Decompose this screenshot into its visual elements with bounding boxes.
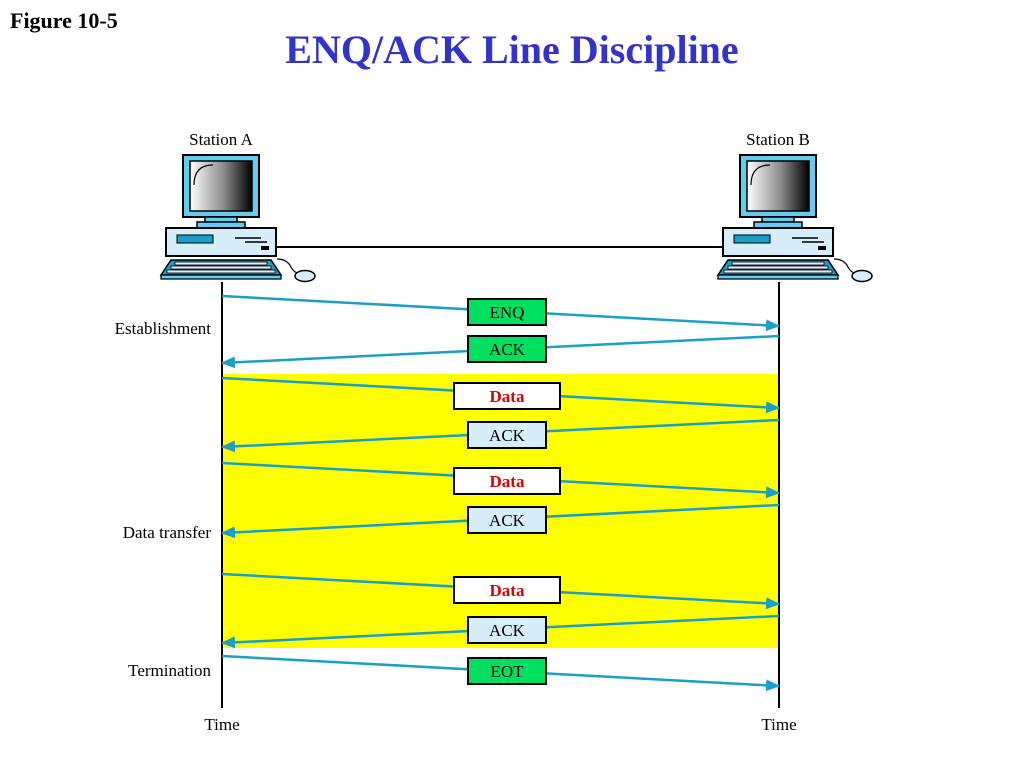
message-box-ack bbox=[467, 421, 547, 449]
phase-label-establishment: Establishment bbox=[115, 319, 212, 338]
figure-label: Figure 10-5 bbox=[10, 8, 118, 33]
message-label: ACK bbox=[489, 426, 526, 445]
message-box-data bbox=[453, 576, 561, 604]
message-box-data bbox=[453, 382, 561, 410]
message-label: ENQ bbox=[490, 303, 525, 322]
message-box-ack bbox=[467, 616, 547, 644]
message-box-ack bbox=[467, 335, 547, 363]
message-box-eot bbox=[467, 657, 547, 685]
phase-label-termination: Termination bbox=[128, 661, 211, 680]
station-a-label: Station A bbox=[189, 130, 253, 149]
computer-icon bbox=[717, 154, 873, 283]
message-label: ACK bbox=[489, 511, 526, 530]
message-label: ACK bbox=[489, 621, 526, 640]
page-title: ENQ/ACK Line Discipline bbox=[285, 27, 739, 72]
station-b-label: Station B bbox=[746, 130, 810, 149]
message-label: EOT bbox=[490, 662, 524, 681]
message-label: Data bbox=[490, 387, 525, 406]
message-label: Data bbox=[490, 581, 525, 600]
time-label-b: Time bbox=[761, 715, 796, 734]
message-box-enq bbox=[467, 298, 547, 326]
message-label: ACK bbox=[489, 340, 526, 359]
message-box-data bbox=[453, 467, 561, 495]
time-label-a: Time bbox=[204, 715, 239, 734]
computer-icon bbox=[160, 154, 316, 283]
message-box-ack bbox=[467, 506, 547, 534]
message-label: Data bbox=[490, 472, 525, 491]
phase-label-data-transfer: Data transfer bbox=[123, 523, 212, 542]
